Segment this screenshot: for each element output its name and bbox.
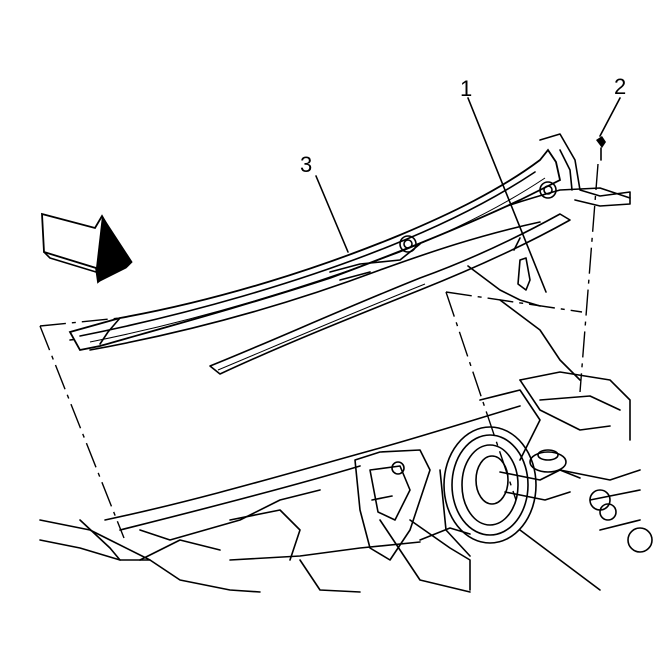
air-inlet-grille-panel	[68, 133, 631, 375]
fastener-icon	[596, 136, 606, 161]
callout-1-label: 1	[460, 76, 472, 101]
callout-2-label: 2	[614, 74, 626, 99]
callout-2-leader	[599, 97, 621, 137]
callout-leaders	[315, 97, 621, 293]
callout-1-leader	[467, 97, 547, 293]
installation-lines	[39, 163, 599, 539]
engine-compartment	[39, 371, 653, 593]
callout-3-leader	[315, 175, 349, 253]
wiper-bracket	[467, 237, 581, 381]
callout-3-label: 3	[300, 152, 312, 177]
brake-booster	[439, 426, 581, 557]
direction-arrow-icon	[41, 212, 133, 284]
